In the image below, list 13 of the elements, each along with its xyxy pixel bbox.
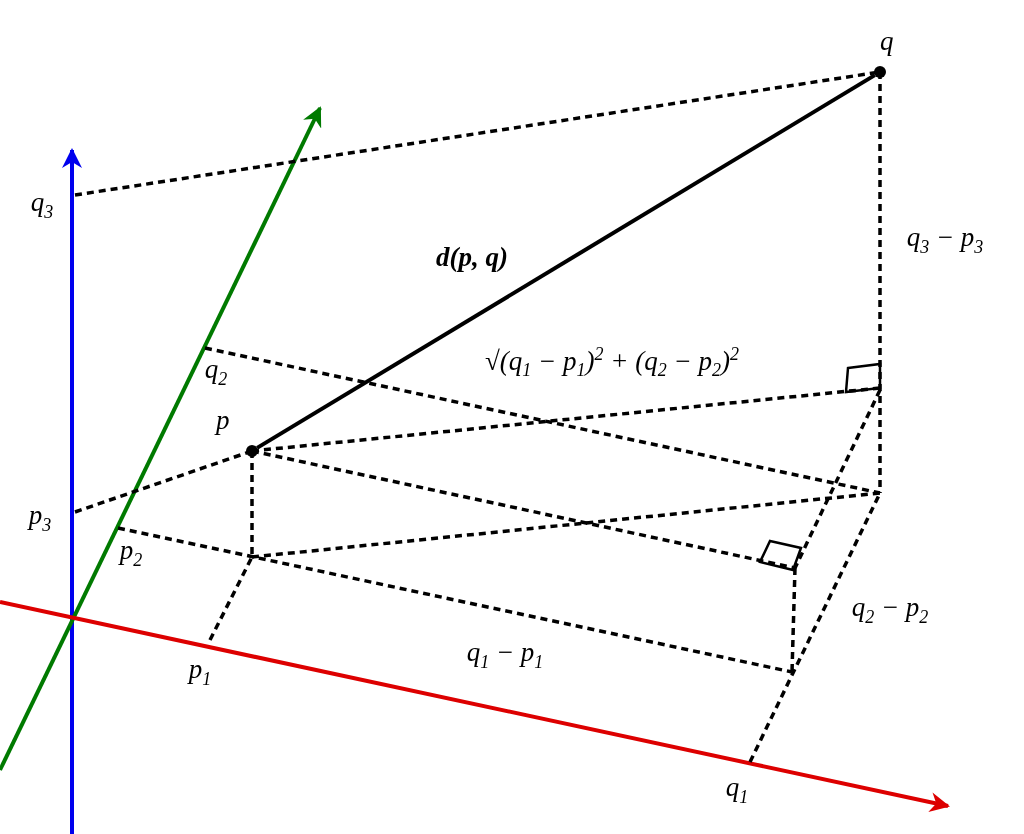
distance-line [256,73,876,450]
dimension-label: q$_{3}$ − p$_{3}$ [906,224,984,256]
point-label: p [216,407,230,434]
axis-tick-label: p$_{2}$ [119,537,143,569]
axis-tick-label: q$_{3}$ [30,189,54,221]
formula-label: √(q$_{1}$ − p$_{1}$)$^{2}$ + (q$_{2}$ − p$_{2}$)$^{2}$ [485,344,739,380]
axis-tick-label: q$_{1}$ [725,774,749,806]
axis-tick-label: p$_{1}$ [188,656,212,688]
axis-tick-label: p$_{3}$ [28,502,52,534]
point-label: q [880,28,894,55]
dimension-label: q$_{2}$ − p$_{2}$ [851,594,929,626]
axis-tick-label: q$_{2}$ [204,356,228,388]
dimension-label: q$_{1}$ − p$_{1}$ [466,639,544,671]
